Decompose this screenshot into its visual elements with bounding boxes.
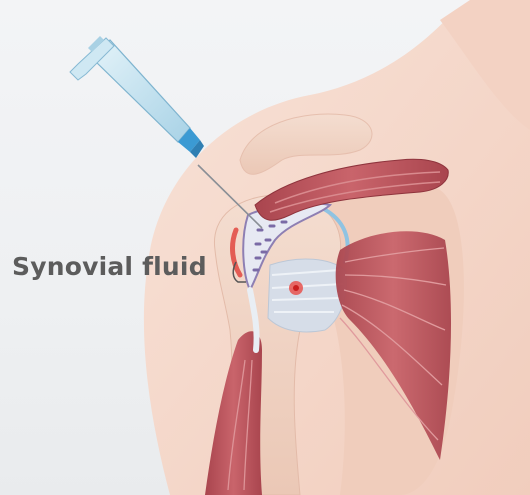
syringe <box>70 36 204 158</box>
synovial-fluid-label: Synovial fluid <box>12 252 207 281</box>
syringe-barrel <box>92 40 190 142</box>
inflammation-core <box>293 285 299 291</box>
